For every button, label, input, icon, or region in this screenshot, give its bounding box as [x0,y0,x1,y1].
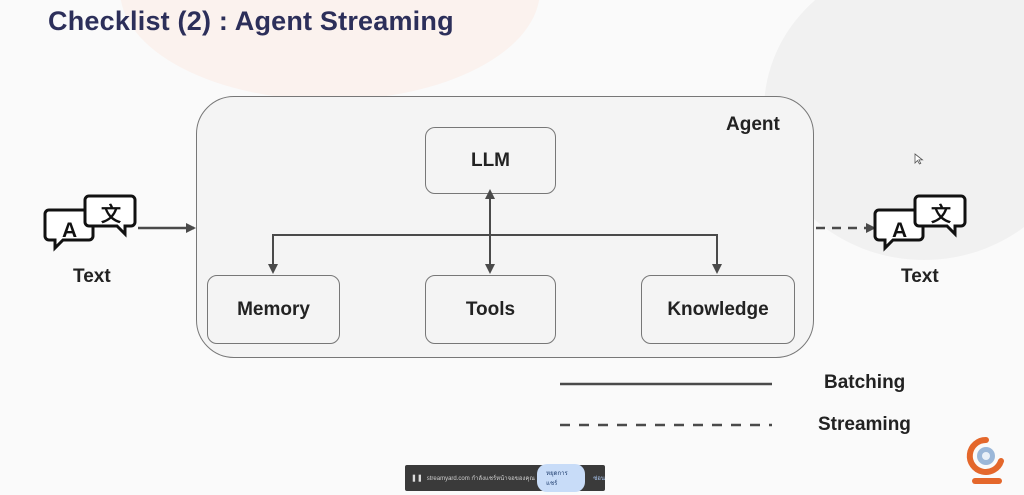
agent-label: Agent [726,114,780,135]
screen-share-bar: ❚❚ streamyard.com กำลังแชร์หน้าจอของคุณ … [405,464,605,492]
translate-icon: A 文 [43,194,137,252]
mouse-cursor-icon [914,153,924,165]
llm-label: LLM [470,149,511,171]
share-bar-text: streamyard.com กำลังแชร์หน้าจอของคุณ [426,476,535,482]
knowledge-label: Knowledge [667,298,769,320]
llm-node: LLM [425,127,556,194]
svg-text:文: 文 [101,202,122,226]
knowledge-node: Knowledge [641,275,795,344]
memory-label: Memory [237,298,310,320]
input-text-label: Text [73,266,111,287]
legend-streaming-label: Streaming [818,414,911,435]
tools-label: Tools [465,298,516,320]
hide-share-bar-link[interactable]: ซ่อน [593,476,605,482]
output-text-label: Text [901,266,939,287]
pause-icon: ❚❚ [411,475,423,482]
svg-text:A: A [62,219,77,242]
stop-sharing-button[interactable]: หยุดการแชร์ [537,464,586,492]
memory-node: Memory [207,275,340,344]
tools-node: Tools [425,275,556,344]
legend-batching-label: Batching [824,372,906,393]
brand-logo-icon [966,436,1004,484]
slide-title: Checklist (2) : Agent Streaming [48,6,454,36]
